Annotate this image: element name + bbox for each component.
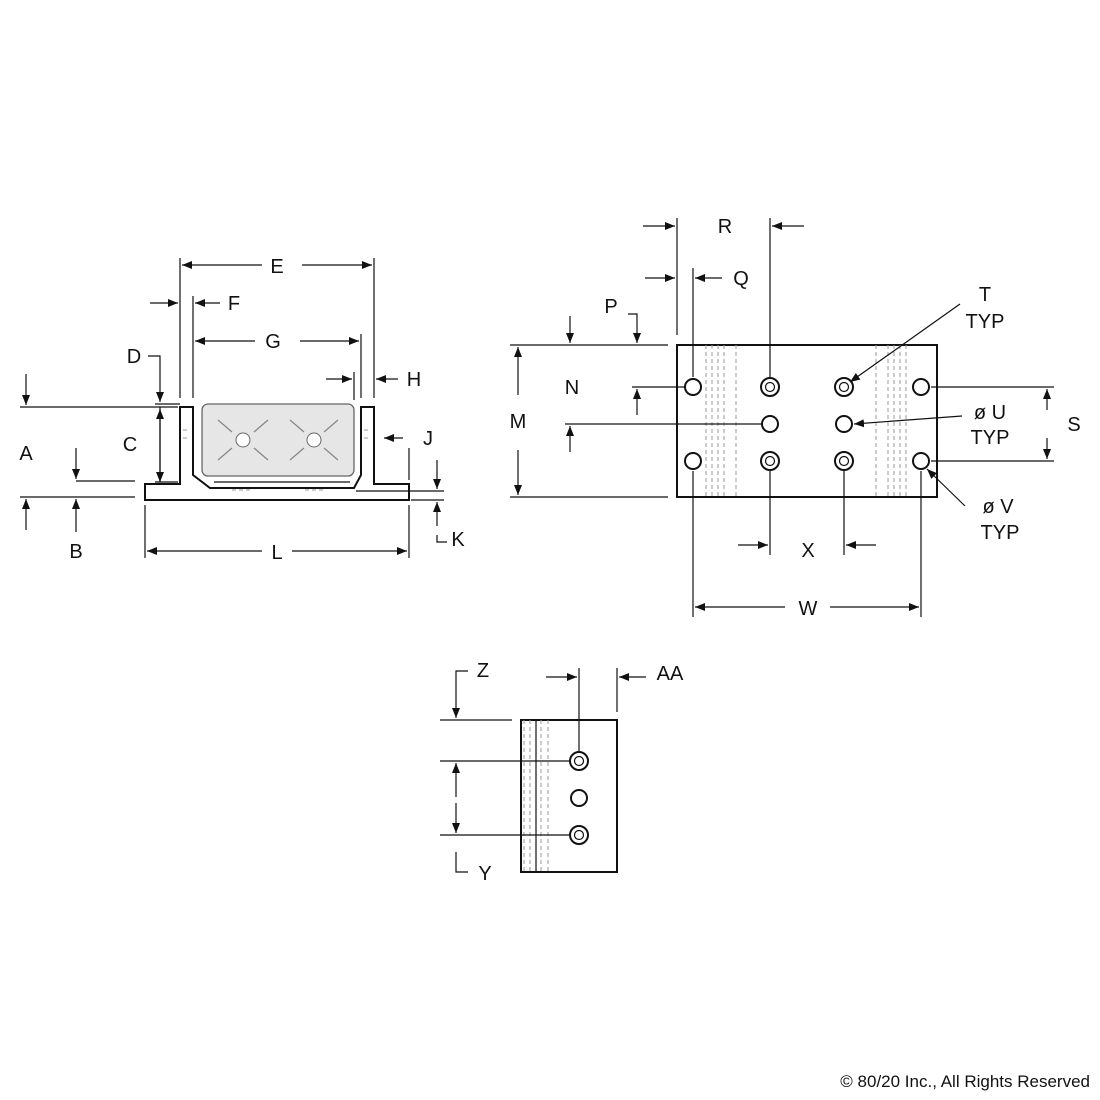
label-j: J <box>423 428 433 450</box>
label-d: D <box>127 346 141 368</box>
extrusion-profile <box>201 403 355 477</box>
callout-t-typ: TYP <box>966 311 1005 333</box>
label-w: W <box>799 598 818 620</box>
label-e: E <box>270 256 283 278</box>
holes <box>684 377 930 471</box>
hidden-slot-lines <box>705 345 907 497</box>
callout-v: ø V <box>982 496 1014 518</box>
label-z: Z <box>477 660 489 682</box>
label-p: P <box>604 296 617 318</box>
label-s: S <box>1067 414 1080 436</box>
label-x: X <box>801 540 814 562</box>
label-b: B <box>69 541 82 563</box>
label-a: A <box>19 443 33 465</box>
callout-v-typ: TYP <box>981 522 1020 544</box>
label-aa: AA <box>657 663 684 685</box>
label-l: L <box>271 542 282 564</box>
label-y: Y <box>478 863 491 885</box>
label-k: K <box>451 529 465 551</box>
copyright-notice: © 80/20 Inc., All Rights Reserved <box>840 1072 1090 1091</box>
top-view: R Q P N M S X <box>510 216 1081 620</box>
label-m: M <box>510 411 527 433</box>
label-c: C <box>123 434 137 456</box>
label-f: F <box>228 293 240 315</box>
side-view: Z AA Y <box>440 660 684 885</box>
label-h: H <box>407 369 421 391</box>
label-r: R <box>718 216 732 238</box>
callout-u-typ: TYP <box>971 427 1010 449</box>
label-n: N <box>565 377 579 399</box>
callout-u: ø U <box>974 402 1006 424</box>
label-q: Q <box>733 268 749 290</box>
callout-t: T <box>979 284 991 306</box>
front-view: A B C D E F G H <box>19 256 465 564</box>
side-plate-outline <box>520 719 618 873</box>
label-g: G <box>265 331 281 353</box>
